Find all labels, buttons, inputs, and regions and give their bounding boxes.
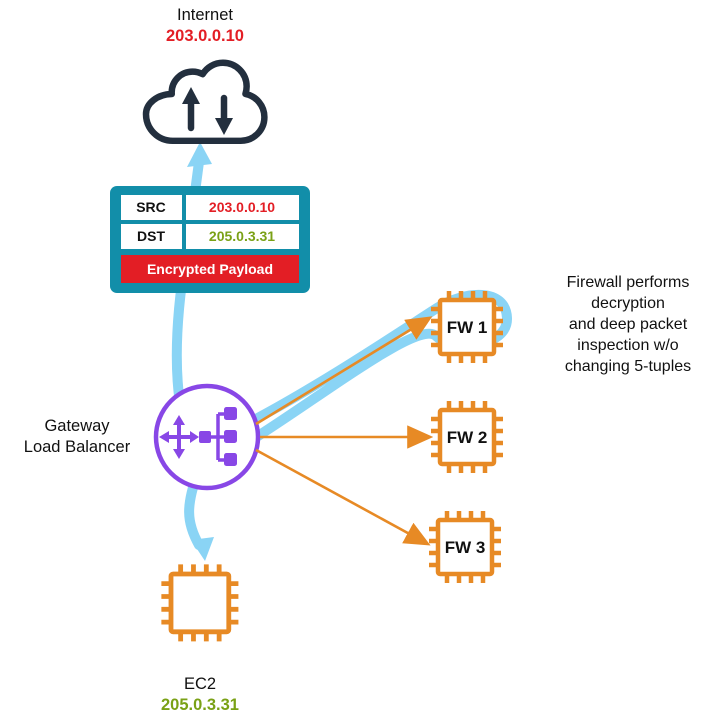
firewall-3-node: FW 3 (429, 511, 501, 583)
compute-chip-icon (161, 564, 238, 641)
firewall-note: Firewall performs decryption and deep pa… (565, 274, 691, 375)
dst-value-cell (186, 224, 299, 249)
dst-label: DST (137, 228, 165, 244)
ec2-node: EC2 205.0.3.31 (161, 564, 239, 714)
arrow-to-fw3 (255, 448, 431, 546)
note-line-2: decryption (591, 295, 665, 312)
encrypted-payload-bar (121, 255, 299, 283)
arrow-to-fw1 (255, 316, 433, 426)
flow-to-ec2-arrowhead (191, 537, 214, 561)
flow-fw1-loop-arrow (249, 289, 513, 441)
flow-to-internet-arrowhead (187, 142, 212, 167)
firewall-2-label: FW 2 (447, 428, 488, 447)
src-value: 203.0.0.10 (209, 199, 275, 215)
dst-value: 205.0.3.31 (209, 228, 275, 244)
src-value-cell (186, 195, 299, 220)
firewall-1-label: FW 1 (447, 318, 488, 337)
note-line-3: and deep packet (569, 316, 688, 333)
internet-cloud-icon (142, 59, 268, 145)
note-line-1: Firewall performs (567, 274, 690, 291)
upload-arrow-icon (182, 87, 200, 132)
firewall-3-label: FW 3 (445, 538, 486, 557)
encrypted-payload-label: Encrypted Payload (147, 261, 273, 277)
gwlb-label-line2: Load Balancer (24, 438, 131, 456)
firewall-1-node: FW 1 (431, 291, 503, 363)
internet-ip: 203.0.0.10 (166, 27, 244, 45)
gateway-load-balancer-icon (153, 383, 261, 491)
src-label-cell (121, 195, 182, 220)
gwlb-node: Gateway Load Balancer (24, 383, 261, 491)
src-label: SRC (136, 199, 166, 215)
internet-label: Internet (177, 6, 233, 24)
gwlb-label-line1: Gateway (44, 417, 110, 435)
download-arrow-icon (215, 94, 233, 135)
ec2-label: EC2 (184, 675, 216, 693)
internet-node: Internet 203.0.0.10 (142, 6, 268, 145)
note-line-4: inspection w/o (577, 337, 678, 354)
firewall-2-node: FW 2 (431, 401, 503, 473)
ec2-ip: 205.0.3.31 (161, 696, 239, 714)
dst-label-cell (121, 224, 182, 249)
note-line-5: changing 5-tuples (565, 358, 691, 375)
packet-table: SRC 203.0.0.10 DST 205.0.3.31 Encrypted … (110, 186, 310, 293)
gwlb-distribution-arrows (255, 316, 434, 546)
